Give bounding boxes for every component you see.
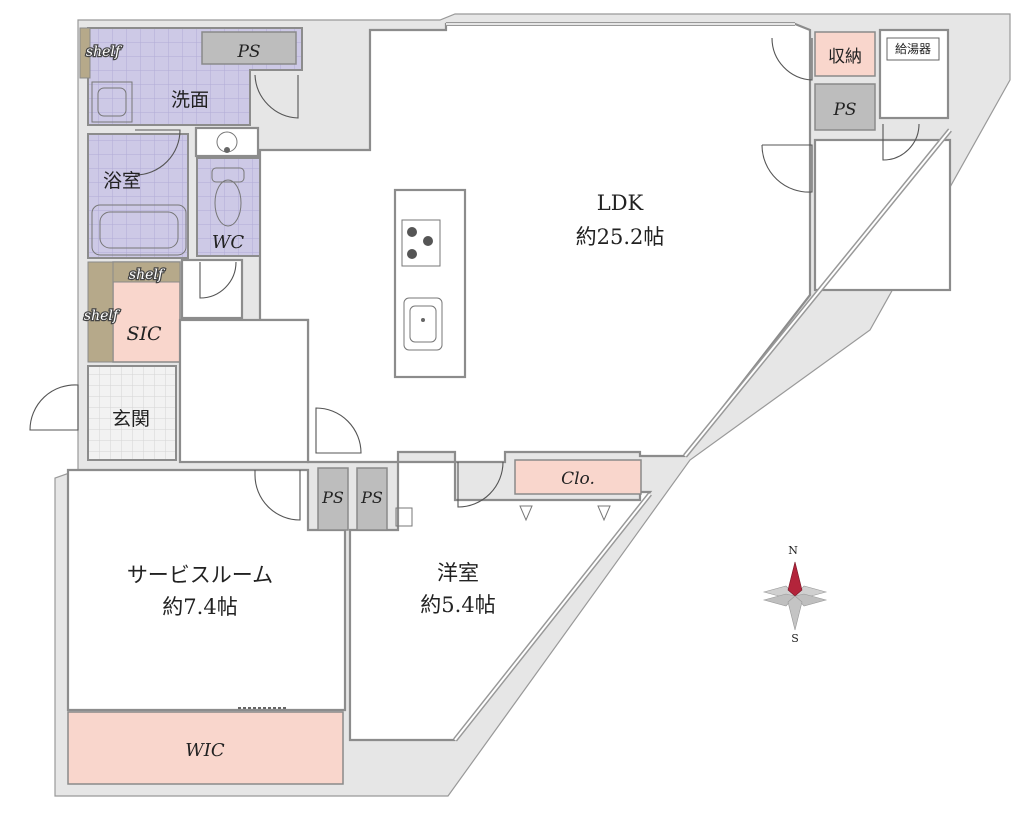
entrance-door [29, 384, 79, 431]
entrance-floor [87, 365, 177, 461]
bathroom-floor [87, 133, 189, 259]
toilet-bowl-icon [214, 179, 242, 227]
sic-shelf-top [112, 261, 181, 283]
western-room-name: 洋室 [437, 561, 479, 585]
ps-label-right: PS [832, 100, 856, 120]
sic-shelf-left [87, 261, 114, 363]
kitchen-sink-icon [403, 297, 443, 351]
storage-box [814, 31, 876, 77]
ldk-size: 約25.2帖 [576, 225, 665, 249]
ps-middle-left [317, 467, 349, 531]
wc-label: WC [212, 232, 245, 253]
bathtub-icon [91, 204, 187, 256]
hallway-floor [178, 318, 310, 464]
closet-label: Clo. [561, 469, 595, 489]
wic-floor [67, 711, 344, 785]
wc-floor [196, 157, 261, 257]
toilet-tank-icon [211, 167, 245, 183]
ps-right [814, 83, 876, 131]
shelf-label-sic-left: shelf [84, 308, 121, 324]
ps-label-middle-left: PS [321, 488, 344, 507]
storage-door [771, 37, 813, 81]
service-room-door [254, 470, 301, 521]
ps-middle-right [356, 467, 388, 531]
ps-label-middle-right: PS [360, 488, 383, 507]
ps-top [201, 31, 297, 65]
entrance-label: 玄関 [112, 408, 150, 430]
washroom-door [254, 74, 299, 119]
kitchen-island [393, 188, 467, 379]
ldk-name: LDK [597, 191, 644, 215]
faucet-icon [224, 147, 230, 153]
sink-counter [194, 126, 260, 158]
service-room-name: サービスルーム [127, 563, 273, 587]
washing-machine-icon [91, 81, 133, 123]
stove-icon [401, 219, 441, 267]
western-room-size: 約5.4帖 [420, 593, 495, 617]
service-room-size: 約7.4帖 [162, 595, 237, 619]
shelf-top [79, 27, 91, 79]
right-hall-door [761, 144, 813, 193]
compass-north: N [788, 544, 798, 557]
bathroom-door [134, 129, 181, 176]
wic-label: WIC [185, 740, 225, 761]
water-heater-area [878, 28, 950, 120]
heater-door [882, 123, 920, 161]
hallway-upper [180, 258, 244, 320]
ps-label-top: PS [236, 42, 260, 62]
ldk-door [315, 407, 362, 454]
shelf-label-sic-top: shelf [129, 267, 166, 283]
service-room-floor [66, 468, 347, 712]
closet-floor [514, 459, 642, 495]
bathroom-label: 浴室 [103, 170, 141, 192]
compass-south: S [791, 632, 799, 645]
washroom-label: 洗面 [171, 89, 209, 111]
compass-rose [762, 561, 828, 631]
sic-label: SIC [126, 323, 162, 345]
water-heater-label: 給湯器 [895, 42, 931, 56]
shelf-label-top: shelf [86, 44, 123, 60]
wc-door [199, 261, 237, 299]
western-room-door [457, 461, 504, 508]
storage-label: 収納 [828, 47, 862, 67]
